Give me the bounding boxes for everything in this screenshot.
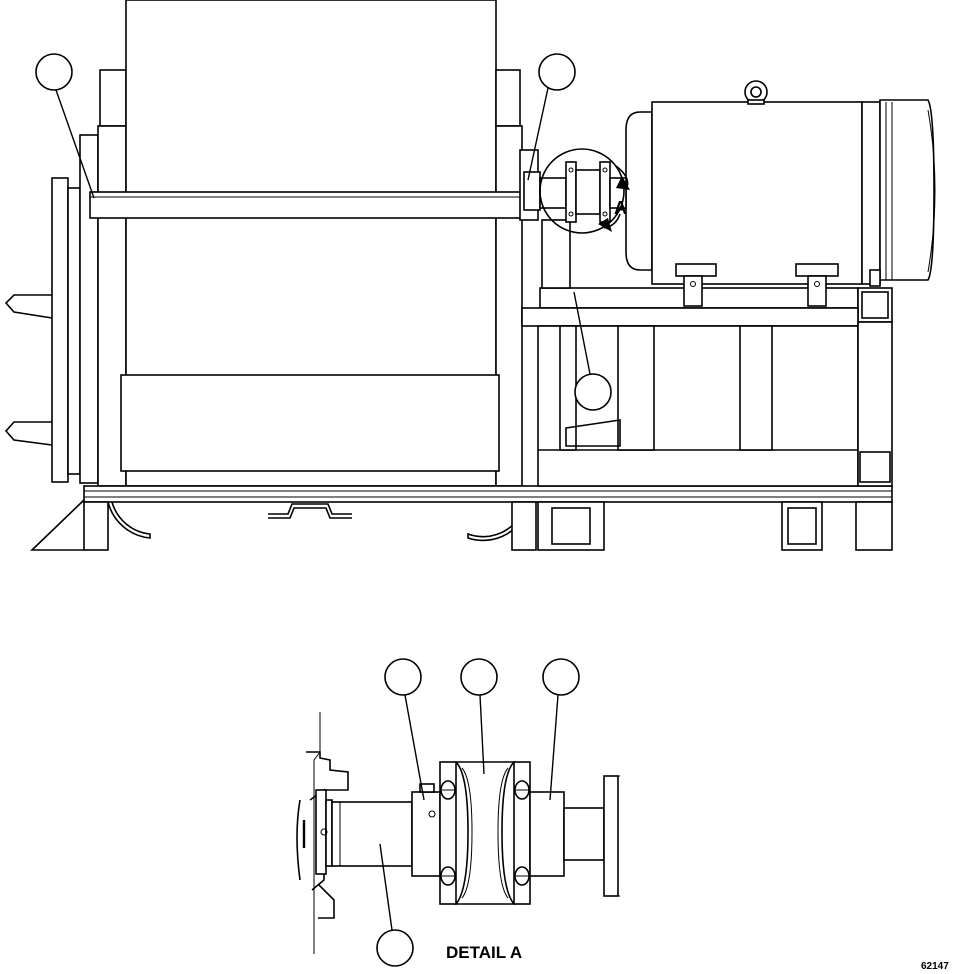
winch-drum xyxy=(120,0,523,487)
detail-title: DETAIL A xyxy=(446,943,522,962)
main-view: A xyxy=(4,0,936,551)
detail-callout-shaft xyxy=(376,843,414,967)
callout-bubble-left xyxy=(35,53,95,199)
view-label-a: A xyxy=(614,198,627,218)
detail-left-housing xyxy=(296,751,349,919)
base-skid xyxy=(30,485,893,551)
shaft-coupling xyxy=(539,161,627,223)
right-bracket xyxy=(519,149,541,221)
left-studs xyxy=(4,294,53,446)
electric-motor xyxy=(625,80,936,307)
detail-output-shaft xyxy=(563,775,620,897)
callout-bubble-base xyxy=(573,291,612,411)
callout-bubble-right-top xyxy=(527,53,576,181)
detail-a-view: DETAIL A xyxy=(296,658,620,967)
detail-hub-right xyxy=(529,791,565,877)
detail-hub-left xyxy=(411,783,441,877)
tie-rod xyxy=(89,191,531,219)
figure-number: 62147 xyxy=(921,961,949,972)
detail-a-callout-circle: A xyxy=(539,148,630,234)
motor-base-frame xyxy=(521,219,893,487)
detail-coupling-sleeve xyxy=(439,761,531,905)
detail-callout-sleeve xyxy=(460,658,498,775)
detail-callout-hub xyxy=(384,658,425,801)
left-flange xyxy=(51,134,99,484)
left-frame xyxy=(97,69,127,487)
detail-callout-right-hub xyxy=(542,658,580,801)
detail-input-shaft xyxy=(331,801,413,867)
